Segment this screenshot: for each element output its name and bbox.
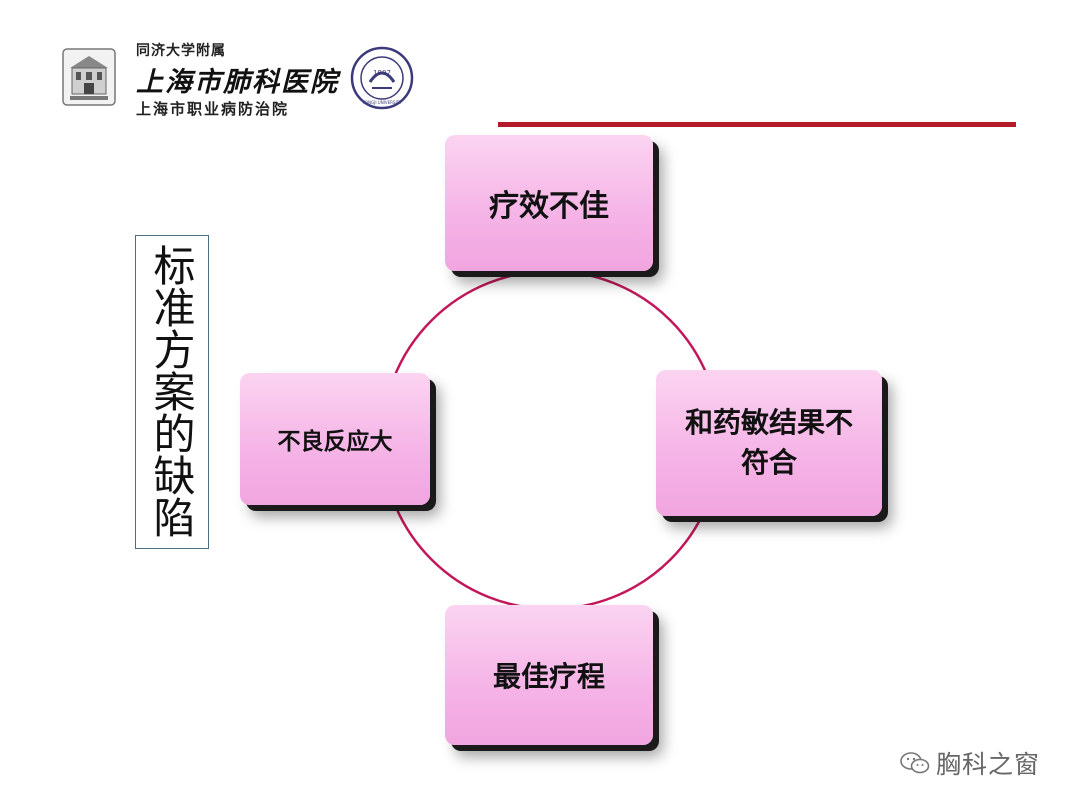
- hospital-name: 上海市肺科医院: [136, 67, 339, 98]
- vertical-title-box: 标准方案的缺陷: [135, 235, 209, 549]
- watermark-text: 胸科之窗: [936, 750, 1041, 779]
- accent-rule: [498, 122, 1016, 127]
- node-right-label-line2: 符合: [740, 446, 797, 479]
- university-seal-logo: 1907 TONGJI UNIVERSITY: [350, 46, 414, 110]
- node-bottom-label: 最佳疗程: [492, 660, 605, 693]
- node-susceptibility-mismatch: 和药敏结果不 符合: [656, 370, 882, 516]
- svg-text:TONGJI UNIVERSITY: TONGJI UNIVERSITY: [361, 100, 402, 105]
- node-poor-efficacy: 疗效不佳: [445, 135, 653, 271]
- slide-title: 标准方案的缺陷: [147, 244, 196, 538]
- hospital-building-logo: [62, 48, 116, 106]
- affiliation-text: 同济大学附属: [136, 43, 226, 59]
- header: 同济大学附属 上海市肺科医院 上海市职业病防治院 1907 TONGJI UNI…: [58, 40, 438, 120]
- node-adverse-reactions: 不良反应大: [240, 373, 430, 505]
- hospital-subname: 上海市职业病防治院: [136, 100, 290, 118]
- node-top-label: 疗效不佳: [489, 189, 609, 224]
- svg-text:1907: 1907: [373, 69, 391, 77]
- node-left-label: 不良反应大: [277, 429, 393, 455]
- watermark: 胸科之窗: [900, 748, 1041, 779]
- node-right-label-line1: 和药敏结果不: [684, 406, 853, 439]
- wechat-icon: [900, 752, 930, 774]
- node-optimal-course: 最佳疗程: [445, 605, 653, 745]
